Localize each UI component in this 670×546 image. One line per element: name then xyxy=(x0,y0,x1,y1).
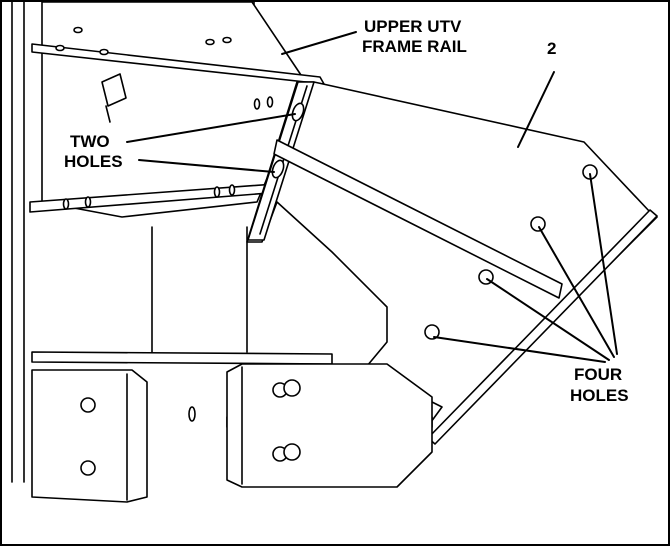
lower-channel xyxy=(31,369,196,503)
frame-rail-label-line1: UPPER UTV xyxy=(364,17,462,36)
frame-rail-label-line2: FRAME RAIL xyxy=(362,37,467,56)
two-holes-leader-lower xyxy=(138,159,275,173)
part-number-leader xyxy=(517,71,555,148)
two-holes-leader-upper xyxy=(126,113,296,143)
clevis-plate xyxy=(226,363,433,488)
four-holes-leader-1 xyxy=(589,173,618,355)
four-holes-label-line1: FOUR xyxy=(574,365,622,384)
mounting-bracket xyxy=(246,81,658,445)
leader-lines xyxy=(126,31,618,363)
four-holes-label-line2: HOLES xyxy=(570,386,629,405)
four-holes-leader-3 xyxy=(486,278,610,361)
four-holes-leader-2 xyxy=(538,226,615,358)
part-number-label: 2 xyxy=(547,39,556,58)
upper-frame-rail xyxy=(29,2,325,218)
frame-rail-leader xyxy=(281,31,357,55)
rail-tab xyxy=(101,73,127,123)
two-holes-label-line2: HOLES xyxy=(64,152,123,171)
two-holes-label-line1: TWO xyxy=(70,132,110,151)
four-holes-leader-4 xyxy=(433,336,606,363)
